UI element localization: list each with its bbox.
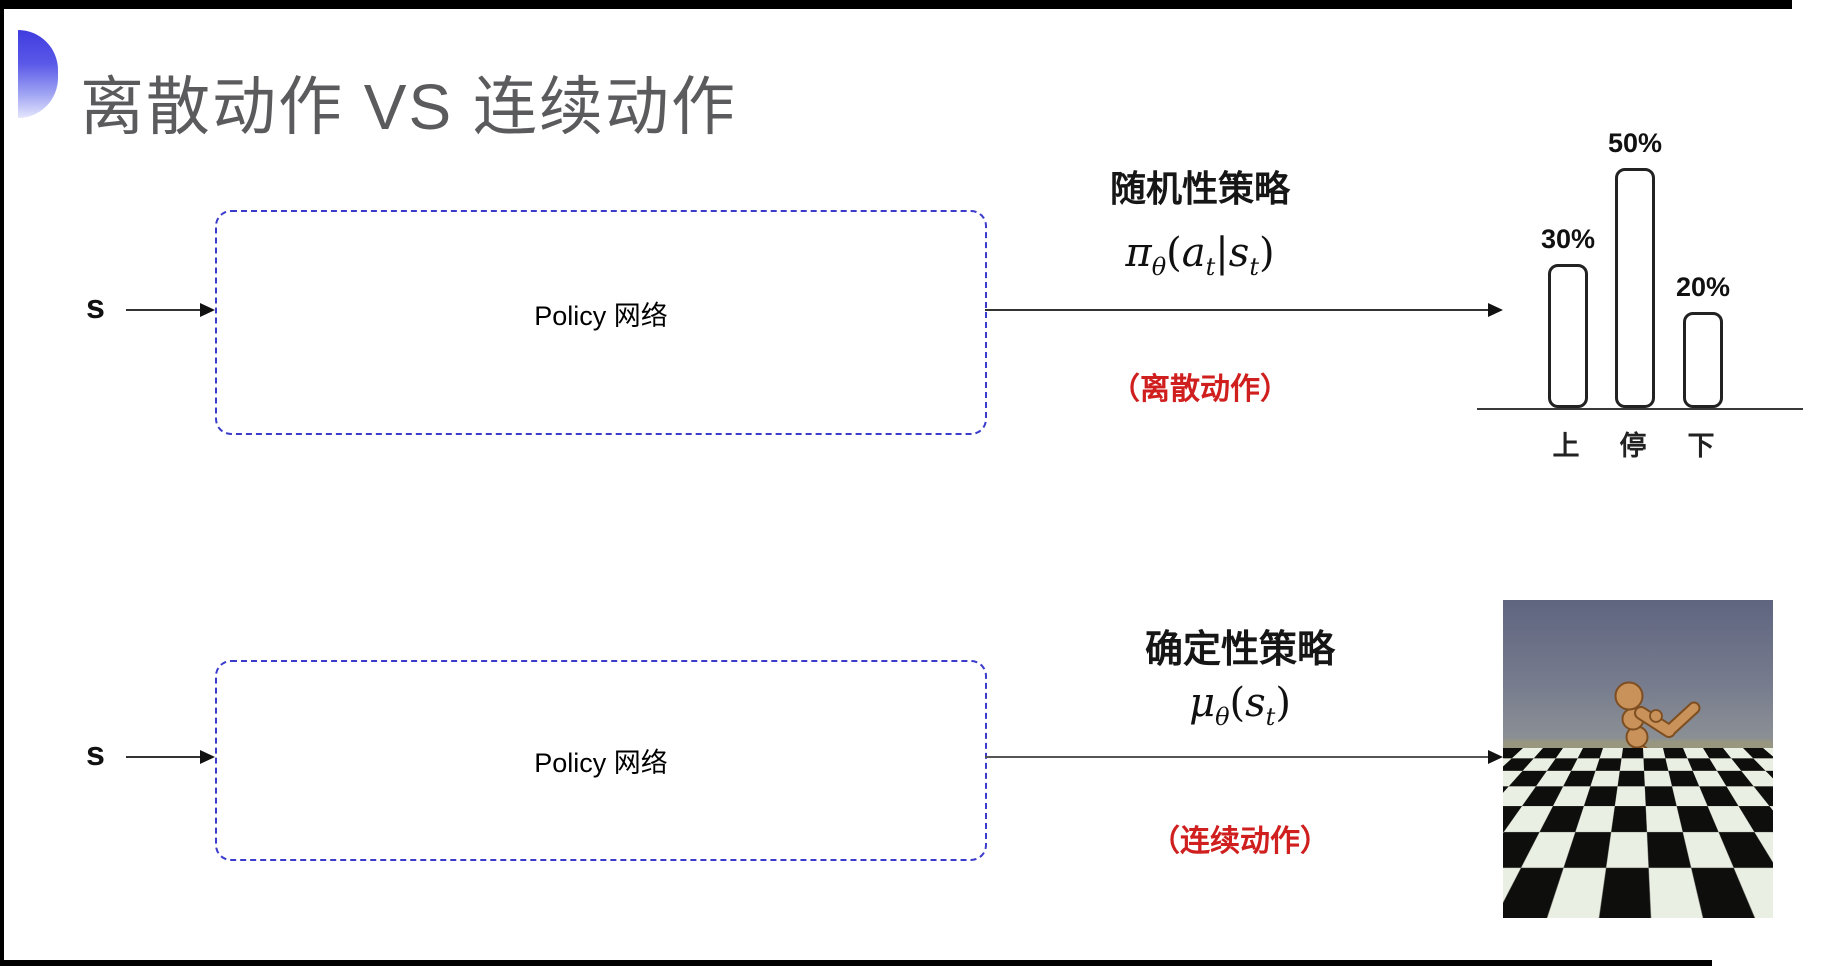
bar-value-label: 30%	[1540, 224, 1596, 254]
state-input-label-row1: s	[86, 288, 105, 326]
category-label-up: 上	[1552, 431, 1580, 461]
bar-column: 50%	[1608, 128, 1662, 408]
formula-subscript: t	[1265, 703, 1276, 731]
formula-symbol: s	[1245, 680, 1266, 726]
formula-paren: (	[1229, 680, 1246, 726]
policy-type-title-row1: 随机性策略	[1109, 168, 1290, 209]
policy-network-box-row1: Policy 网络	[215, 210, 987, 435]
formula-subscript: t	[1249, 253, 1259, 281]
bar-down	[1683, 312, 1723, 408]
bar-stop	[1615, 168, 1655, 408]
formula-symbol: s	[1228, 230, 1250, 276]
action-type-note-row2: （连续动作）	[1150, 825, 1330, 858]
policy-network-box-row2: Policy 网络	[215, 660, 987, 861]
formula-subscript: θ	[1151, 253, 1167, 281]
frame-top-edge	[0, 0, 1792, 9]
formula-symbol: a	[1181, 230, 1206, 276]
humanoid-robot-figure	[1570, 681, 1701, 913]
bar-value-label: 20%	[1675, 272, 1731, 302]
formula-symbol: π	[1125, 230, 1152, 276]
chart-category-labels: 上 停 下	[1477, 410, 1803, 461]
formula-paren: )	[1258, 230, 1275, 276]
policy-network-label: Policy 网络	[534, 748, 668, 778]
frame-bottom-edge	[0, 960, 1712, 966]
formula-subscript: t	[1205, 253, 1216, 281]
humanoid-robot-image	[1503, 600, 1773, 918]
input-arrow-row1	[126, 303, 215, 317]
policy-type-title-row2: 确定性策略	[1144, 629, 1335, 671]
chart-baseline	[1477, 408, 1803, 410]
formula-symbol: μ	[1189, 680, 1216, 726]
input-arrow-row2	[126, 750, 215, 764]
policy-formula-row2: μθ(st)	[1040, 680, 1440, 731]
output-arrow-row1	[985, 303, 1503, 317]
category-label-stop: 停	[1619, 431, 1647, 461]
bar-column: 30%	[1541, 224, 1595, 408]
action-probability-bar-chart: 30% 50% 20%	[1477, 113, 1803, 410]
policy-network-label: Policy 网络	[534, 301, 668, 331]
frame-left-edge	[0, 0, 4, 966]
bar-up	[1548, 264, 1588, 408]
action-type-note-row1: （离散动作）	[1110, 373, 1290, 406]
category-label-down: 下	[1687, 431, 1715, 461]
formula-paren: (	[1166, 230, 1182, 276]
bar-column: 20%	[1676, 272, 1730, 408]
page-title: 离散动作 VS 连续动作	[80, 71, 737, 143]
formula-bar: |	[1215, 230, 1229, 276]
bar-value-label: 50%	[1607, 128, 1663, 158]
title-bullet-icon	[18, 30, 58, 118]
state-input-label-row2: s	[86, 735, 105, 773]
policy-formula-row1: πθ(at|st)	[1000, 230, 1400, 281]
formula-subscript: θ	[1215, 703, 1230, 731]
formula-paren: )	[1275, 680, 1291, 726]
output-arrow-row2	[985, 750, 1503, 764]
